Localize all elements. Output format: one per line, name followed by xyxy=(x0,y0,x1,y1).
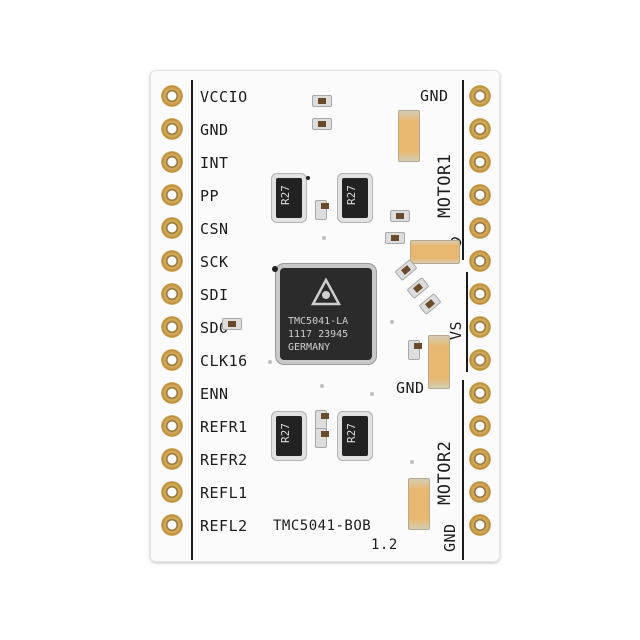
right-pin xyxy=(469,151,491,173)
right-pin xyxy=(469,184,491,206)
via xyxy=(390,320,394,324)
via xyxy=(320,384,324,388)
resistor-label: R27 xyxy=(279,185,292,205)
smd-component xyxy=(408,340,422,360)
resistor: R27 xyxy=(276,178,302,218)
right-pin xyxy=(469,250,491,272)
smd-component xyxy=(312,95,332,107)
smd-component xyxy=(312,118,332,130)
board-name: TMC5041-BOB xyxy=(273,518,372,534)
silk-divider-right-upper xyxy=(462,80,464,260)
pin-refl1 xyxy=(161,481,183,503)
capacitor xyxy=(410,240,460,264)
label-pp: PP xyxy=(200,187,220,205)
board-version: 1.2 xyxy=(371,537,398,553)
chip-line-3: GERMANY xyxy=(288,342,331,353)
label-gnd-top: GND xyxy=(420,87,449,105)
label-enn: ENN xyxy=(200,385,229,403)
silk-divider-right-lower xyxy=(462,380,464,560)
capacitor xyxy=(398,110,420,162)
right-pin xyxy=(469,85,491,107)
via xyxy=(410,460,414,464)
right-pin xyxy=(469,283,491,305)
right-pin xyxy=(469,415,491,437)
label-gnd-lower: GND xyxy=(396,379,425,397)
smd-component xyxy=(315,410,329,430)
pin-vccio xyxy=(161,85,183,107)
smd-component xyxy=(390,210,410,222)
right-pin xyxy=(469,448,491,470)
via xyxy=(322,236,326,240)
resistor-label: R27 xyxy=(345,423,358,443)
resistor-label: R27 xyxy=(345,185,358,205)
capacitor xyxy=(428,335,450,389)
pin-clk16 xyxy=(161,349,183,371)
label-vs: VS xyxy=(447,320,465,340)
label-sdo: SDO xyxy=(200,319,229,337)
label-motor2: MOTOR2 xyxy=(435,440,455,505)
pin-refr2 xyxy=(161,448,183,470)
via xyxy=(370,392,374,396)
label-gnd: GND xyxy=(200,121,229,139)
tmc5041-chip: TMC5041-LA 1117 23945 GERMANY xyxy=(280,268,372,360)
right-pin xyxy=(469,118,491,140)
pin-sck xyxy=(161,250,183,272)
label-sdi: SDI xyxy=(200,286,229,304)
label-refr1: REFR1 xyxy=(200,418,248,436)
silk-divider-left xyxy=(191,80,193,560)
pin-refr1 xyxy=(161,415,183,437)
label-int: INT xyxy=(200,154,229,172)
chip-line-2: 1117 23945 xyxy=(288,329,349,340)
right-pin xyxy=(469,481,491,503)
pin-gnd xyxy=(161,118,183,140)
resistor: R27 xyxy=(342,178,368,218)
capacitor xyxy=(408,478,430,530)
via xyxy=(268,360,272,364)
smd-component xyxy=(385,232,405,244)
pin-enn xyxy=(161,382,183,404)
pin-pp xyxy=(161,184,183,206)
pin-sdo xyxy=(161,316,183,338)
resistor-label: R27 xyxy=(279,423,292,443)
label-motor1: MOTOR1 xyxy=(435,153,455,218)
silk-divider-right-mid xyxy=(466,272,468,372)
trinamic-logo-icon xyxy=(311,278,341,306)
pin-int xyxy=(161,151,183,173)
label-clk16: CLK16 xyxy=(200,352,248,370)
pin-csn xyxy=(161,217,183,239)
right-pin xyxy=(469,217,491,239)
chip-line-1: TMC5041-LA xyxy=(288,316,349,327)
pin-sdi xyxy=(161,283,183,305)
label-refl1: REFL1 xyxy=(200,484,248,502)
smd-component xyxy=(315,428,329,448)
label-refr2: REFR2 xyxy=(200,451,248,469)
smd-component xyxy=(222,318,242,330)
via xyxy=(306,176,310,180)
label-vccio: VCCIO xyxy=(200,88,248,106)
resistor: R27 xyxy=(276,416,302,456)
via xyxy=(272,266,278,272)
label-refl2: REFL2 xyxy=(200,517,248,535)
smd-component xyxy=(315,200,329,220)
right-pin xyxy=(469,382,491,404)
right-pin xyxy=(469,316,491,338)
right-pin xyxy=(469,514,491,536)
label-sck: SCK xyxy=(200,253,229,271)
right-pin xyxy=(469,349,491,371)
resistor: R27 xyxy=(342,416,368,456)
pin-refl2 xyxy=(161,514,183,536)
label-csn: CSN xyxy=(200,220,229,238)
label-gnd-bottom: GND xyxy=(441,523,459,552)
